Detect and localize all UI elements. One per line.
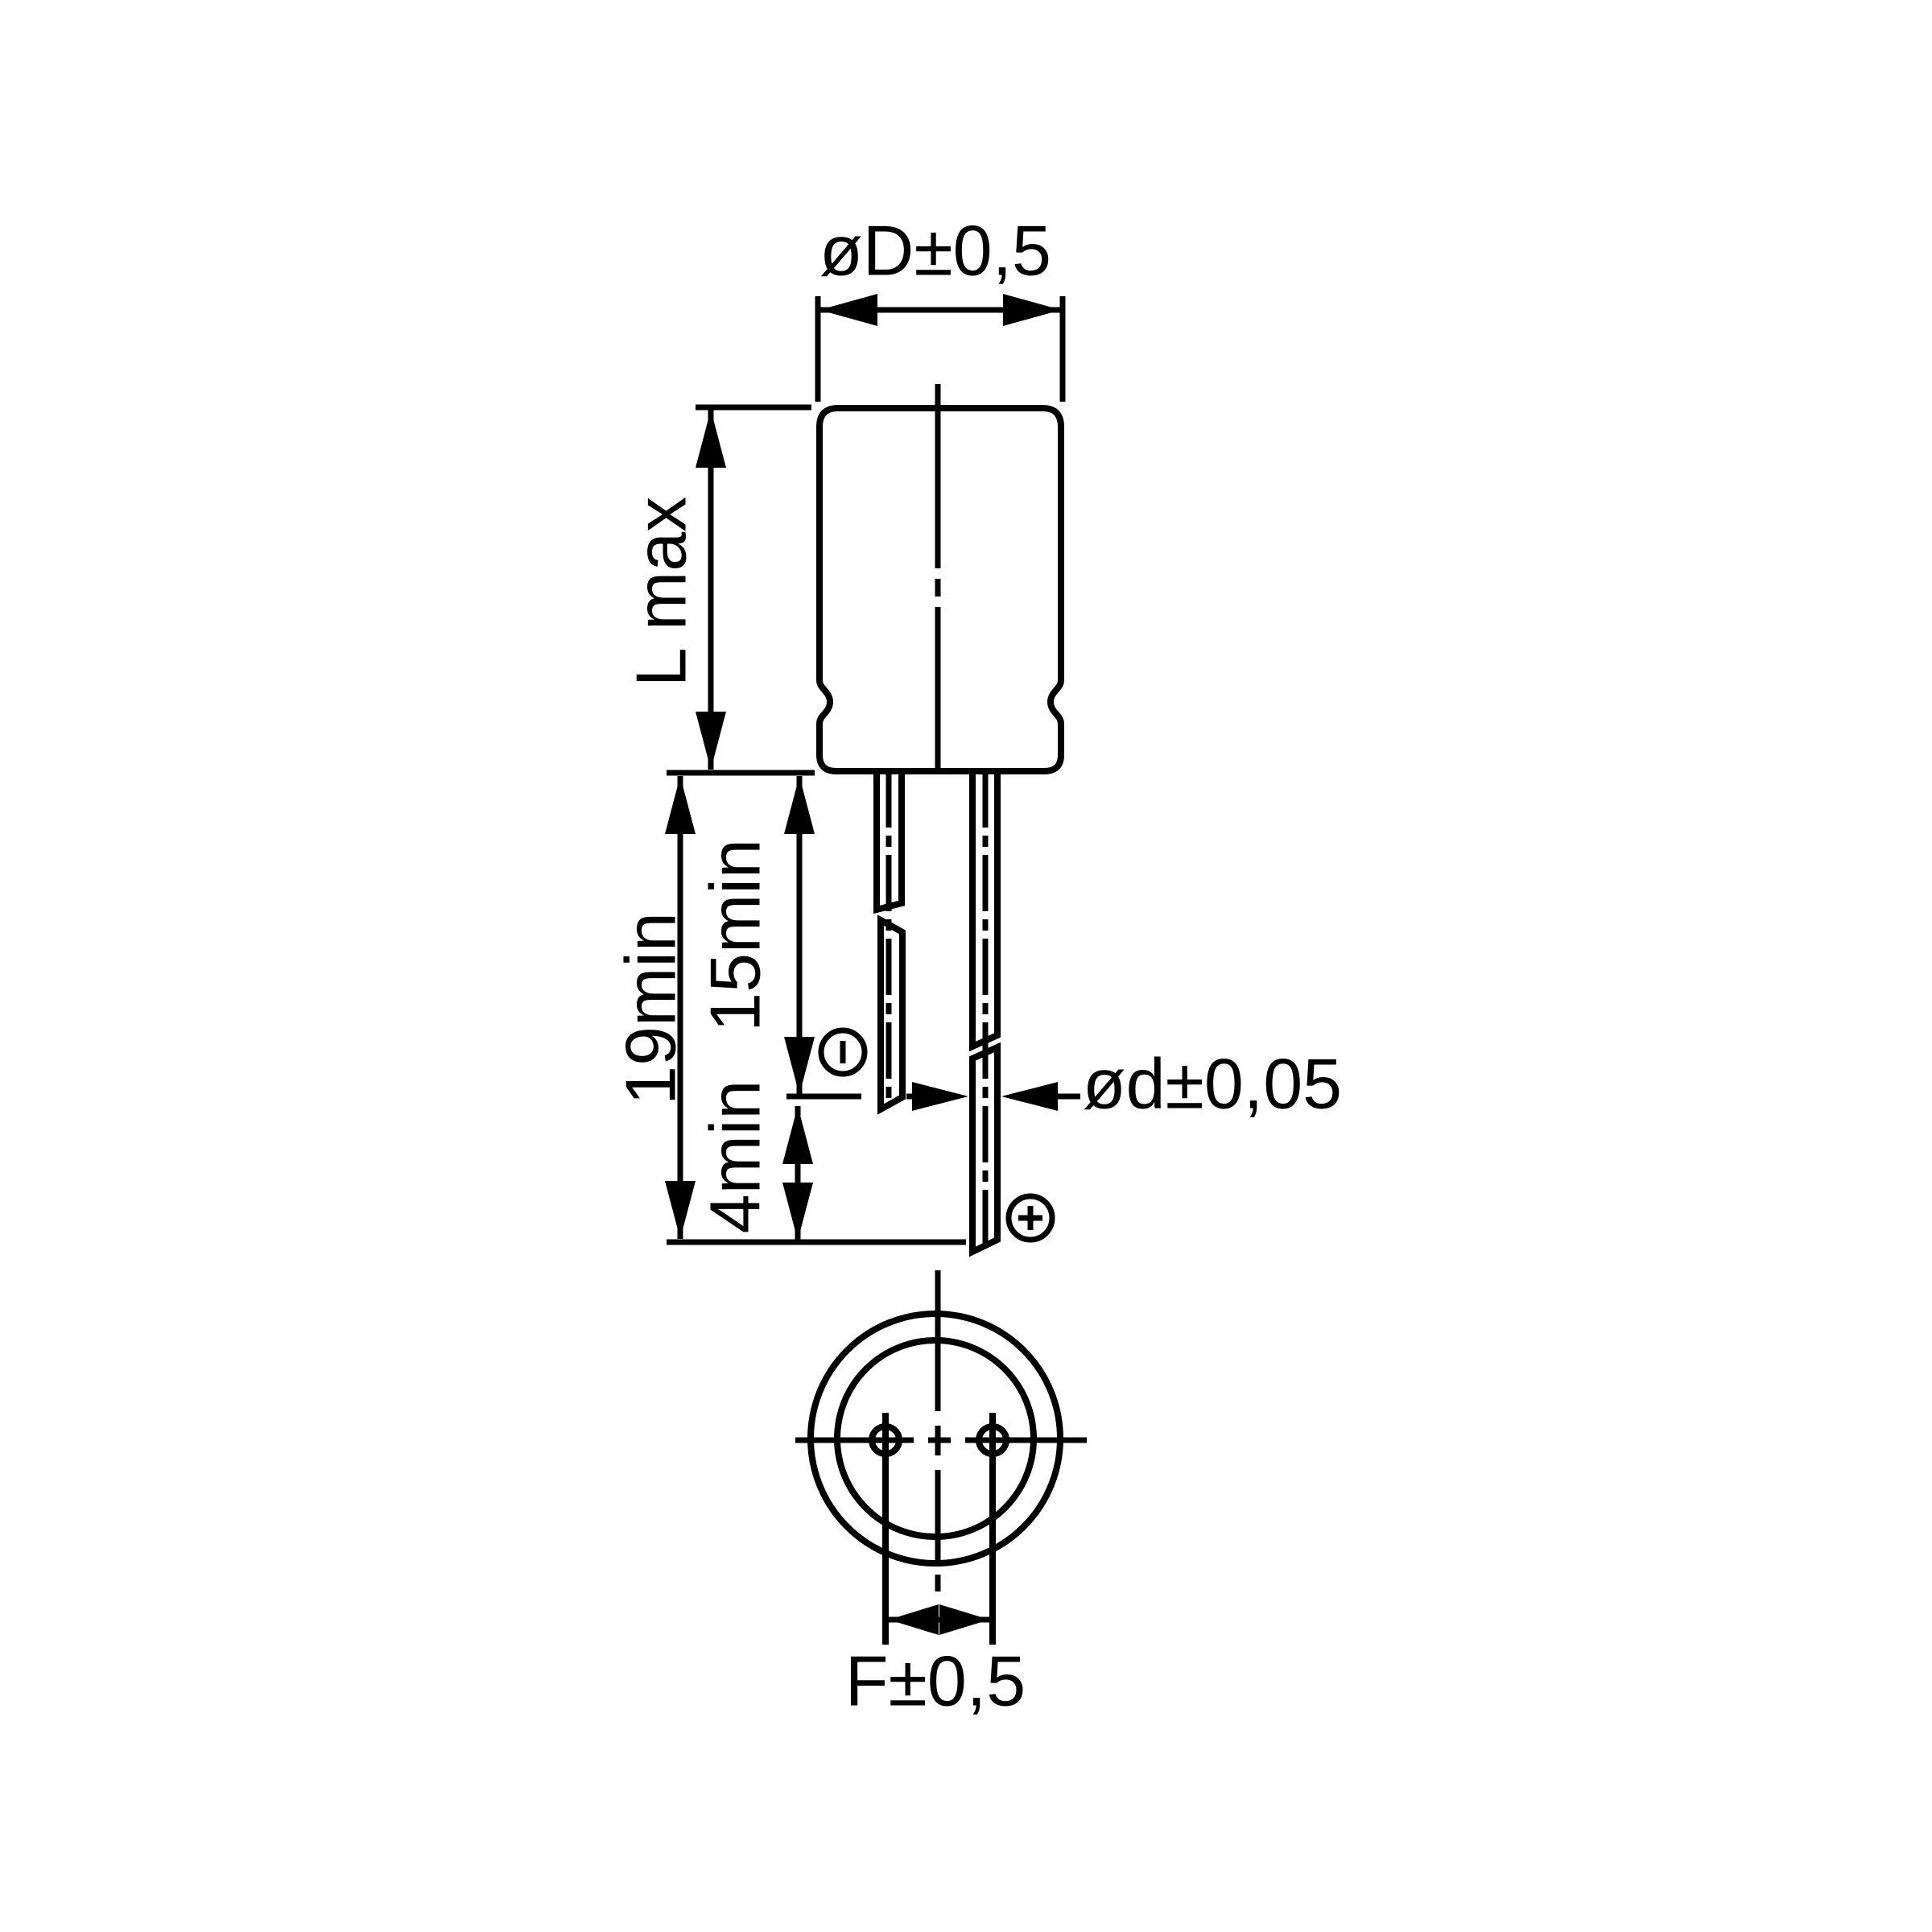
dimension-lead-diameter: ød±0,05: [906, 1044, 1342, 1124]
negative-lead: [873, 771, 906, 1115]
body-length-label: L max: [621, 497, 701, 687]
positive-lead-hole: [976, 1413, 1009, 1645]
body-diameter-label: øD±0,5: [819, 211, 1051, 291]
positive-polarity-icon: [1005, 1193, 1055, 1243]
bottom-view: F±0,5: [795, 1270, 1087, 1721]
dimension-short-lead: 15min: [696, 776, 861, 1100]
positive-lead: [969, 771, 1001, 1257]
negative-lead-hole: [869, 1413, 902, 1645]
dimension-body-length: L max: [621, 404, 811, 770]
dimension-lead-difference: 4min: [696, 1080, 813, 1241]
long-lead-label: 19min: [611, 912, 691, 1105]
short-lead-label: 15min: [696, 839, 775, 1032]
front-view: øD±0,5 L max 19min 15min: [611, 211, 1342, 1257]
dimension-lead-spacing: F±0,5: [845, 1604, 1026, 1721]
lead-diameter-label: ød±0,05: [1083, 1044, 1342, 1124]
dimension-body-diameter: øD±0,5: [815, 211, 1066, 402]
lead-spacing-label: F±0,5: [845, 1641, 1026, 1721]
lead-difference-label: 4min: [696, 1080, 775, 1234]
positive-lead-lower-segment: [969, 1042, 1001, 1257]
capacitor-body-outline: [816, 405, 1064, 774]
dimension-long-lead: 19min: [611, 776, 696, 1239]
negative-polarity-icon: [818, 1027, 868, 1077]
negative-lead-lower-segment: [877, 914, 906, 1115]
